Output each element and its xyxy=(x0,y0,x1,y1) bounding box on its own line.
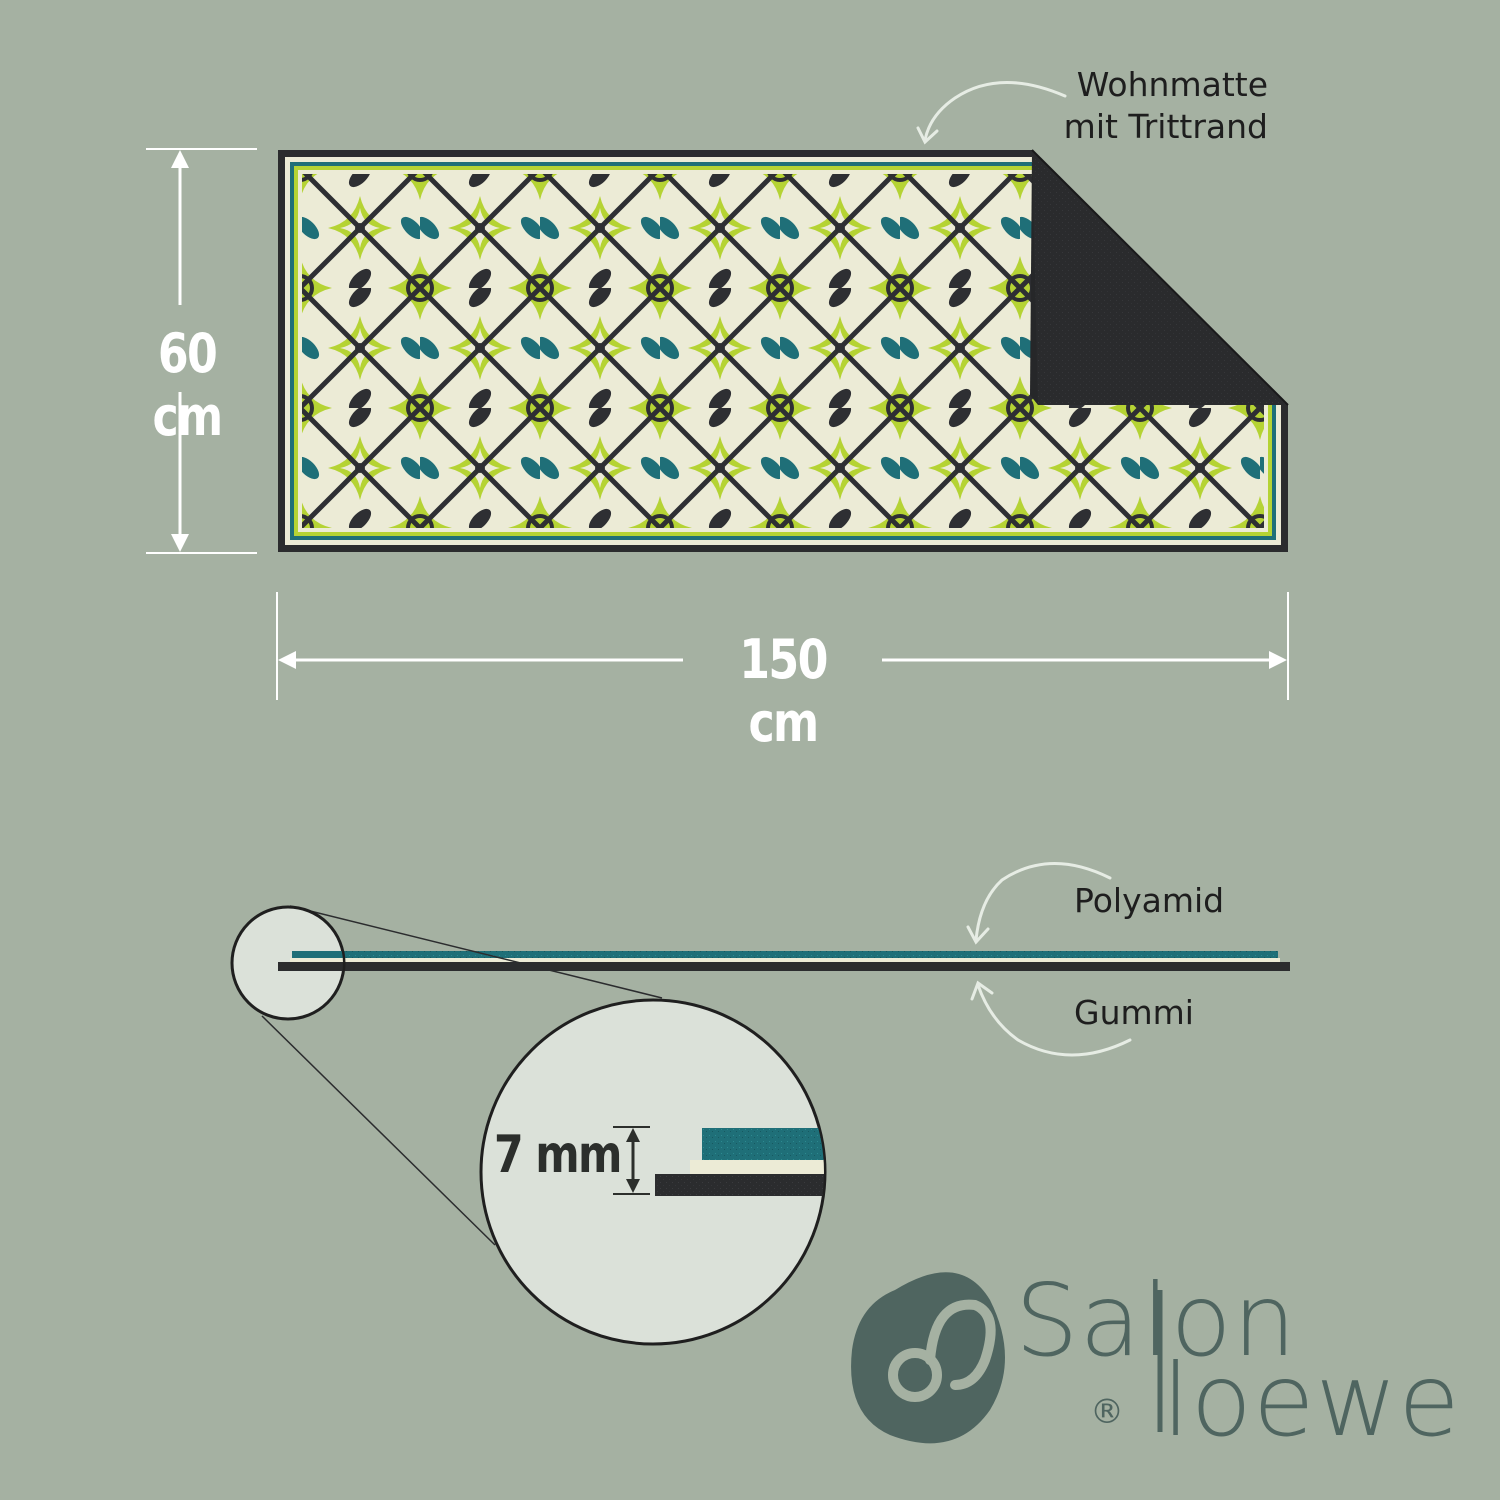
logo-salon: Salon xyxy=(1015,1262,1298,1379)
callout-arrow-polyamid xyxy=(966,862,1112,945)
thickness-label: 7 mm xyxy=(494,1125,622,1185)
magnified-cross-section xyxy=(655,1128,824,1196)
width-dimension xyxy=(276,592,1289,700)
height-label: 60 cm xyxy=(152,322,223,448)
mat-callout-line1: Wohnmatte xyxy=(1076,65,1268,104)
width-label: 150 cm xyxy=(739,628,828,754)
logo-registered-mark: ® xyxy=(1090,1392,1124,1432)
mat-side-view xyxy=(278,951,1290,971)
salon-loewe-logo-icon xyxy=(851,1272,1005,1444)
magnifier-lines xyxy=(261,905,663,1246)
height-dimension xyxy=(146,148,257,554)
callout-arrow-mat xyxy=(916,81,1067,145)
polyamid-label: Polyamid xyxy=(1074,881,1225,920)
mat-callout-label: Wohnmatte mit Trittrand xyxy=(1048,64,1268,148)
callout-arrow-gummi xyxy=(970,980,1132,1057)
logo-loewe: loewe xyxy=(1162,1342,1461,1459)
gummi-label: Gummi xyxy=(1074,993,1194,1032)
mat-callout-line2: mit Trittrand xyxy=(1063,107,1268,146)
thickness-dimension xyxy=(613,1126,650,1195)
magnifier-large-circle xyxy=(479,998,827,1346)
